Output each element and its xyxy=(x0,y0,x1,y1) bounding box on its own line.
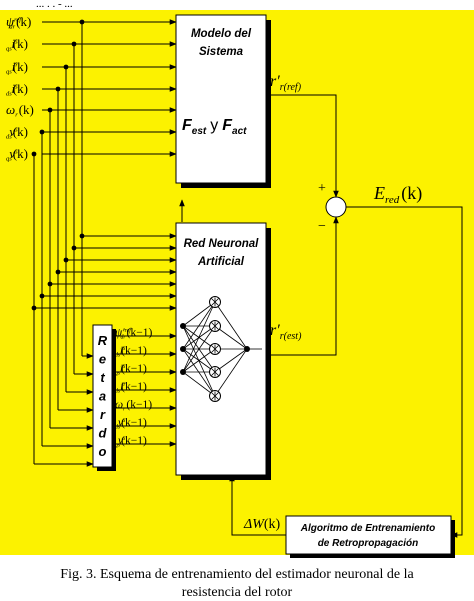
training-block: Algoritmo de Entrenamiento de Retropropa… xyxy=(285,515,455,558)
neural-title-line2: Artificial xyxy=(197,256,245,268)
nn-edge xyxy=(182,325,216,373)
delay-letter: t xyxy=(100,370,105,385)
neural-block: Red Neuronal Artificial xyxy=(175,222,271,480)
nn-edge xyxy=(214,348,248,373)
nn-node-glyph xyxy=(211,321,219,331)
neural-network-icon xyxy=(180,296,262,402)
summing-junction xyxy=(325,196,347,218)
signal-wires xyxy=(31,19,463,538)
delay-letter: e xyxy=(99,352,106,367)
nn-node-glyph xyxy=(211,391,219,401)
model-title-line2: Sistema xyxy=(199,46,244,58)
delay-letter: o xyxy=(99,444,107,459)
training-line2: de Retropropagación xyxy=(318,538,419,549)
nn-input-node xyxy=(180,346,186,352)
delayed-input-label: ωr(k−1) xyxy=(115,399,152,412)
error-label: Ered(k) xyxy=(373,183,422,206)
nn-edge xyxy=(214,325,248,350)
delay-letter: r xyxy=(100,407,106,422)
ref-output-wire xyxy=(266,94,339,198)
nn-node-glyph xyxy=(211,344,219,354)
delta-w-wire xyxy=(229,474,286,536)
nn-edge xyxy=(214,301,248,350)
nn-edge xyxy=(214,348,248,397)
error-minus: − xyxy=(318,219,326,234)
nn-edge xyxy=(182,325,216,397)
nn-edge xyxy=(182,301,216,373)
output-ref-label: r′r(ref) xyxy=(270,73,302,93)
error-wire xyxy=(346,206,463,538)
delay-letter: d xyxy=(99,426,108,441)
input-label: ωr(k) xyxy=(6,102,34,119)
delta-w-label: ΔW(k) xyxy=(243,517,281,532)
error-plus: + xyxy=(318,181,326,196)
nn-edge xyxy=(182,371,216,397)
training-line1: Algoritmo de Entrenamiento xyxy=(300,523,435,534)
nn-input-node xyxy=(180,323,186,329)
delay-letter: a xyxy=(99,389,106,404)
caption-line2: resistencia del rotor xyxy=(182,585,293,596)
neural-title-line1: Red Neuronal xyxy=(184,238,260,250)
nn-edge xyxy=(182,301,216,327)
caption-line1: Fig. 3. Esquema de entrenamiento del est… xyxy=(60,567,414,582)
nn-edge xyxy=(182,348,216,397)
top-caption-fragment: ... . . - ... xyxy=(36,0,73,10)
nn-node-glyph xyxy=(211,367,219,377)
nn-edge xyxy=(182,348,216,373)
output-est-label: r′r(est) xyxy=(270,322,302,342)
est-output-wire xyxy=(266,216,339,356)
delay-letter: R xyxy=(98,333,108,348)
nn-node-glyph xyxy=(211,297,219,307)
model-title-line1: Modelo del xyxy=(191,28,252,40)
nn-edge xyxy=(182,301,216,350)
nn-input-node xyxy=(180,369,186,375)
